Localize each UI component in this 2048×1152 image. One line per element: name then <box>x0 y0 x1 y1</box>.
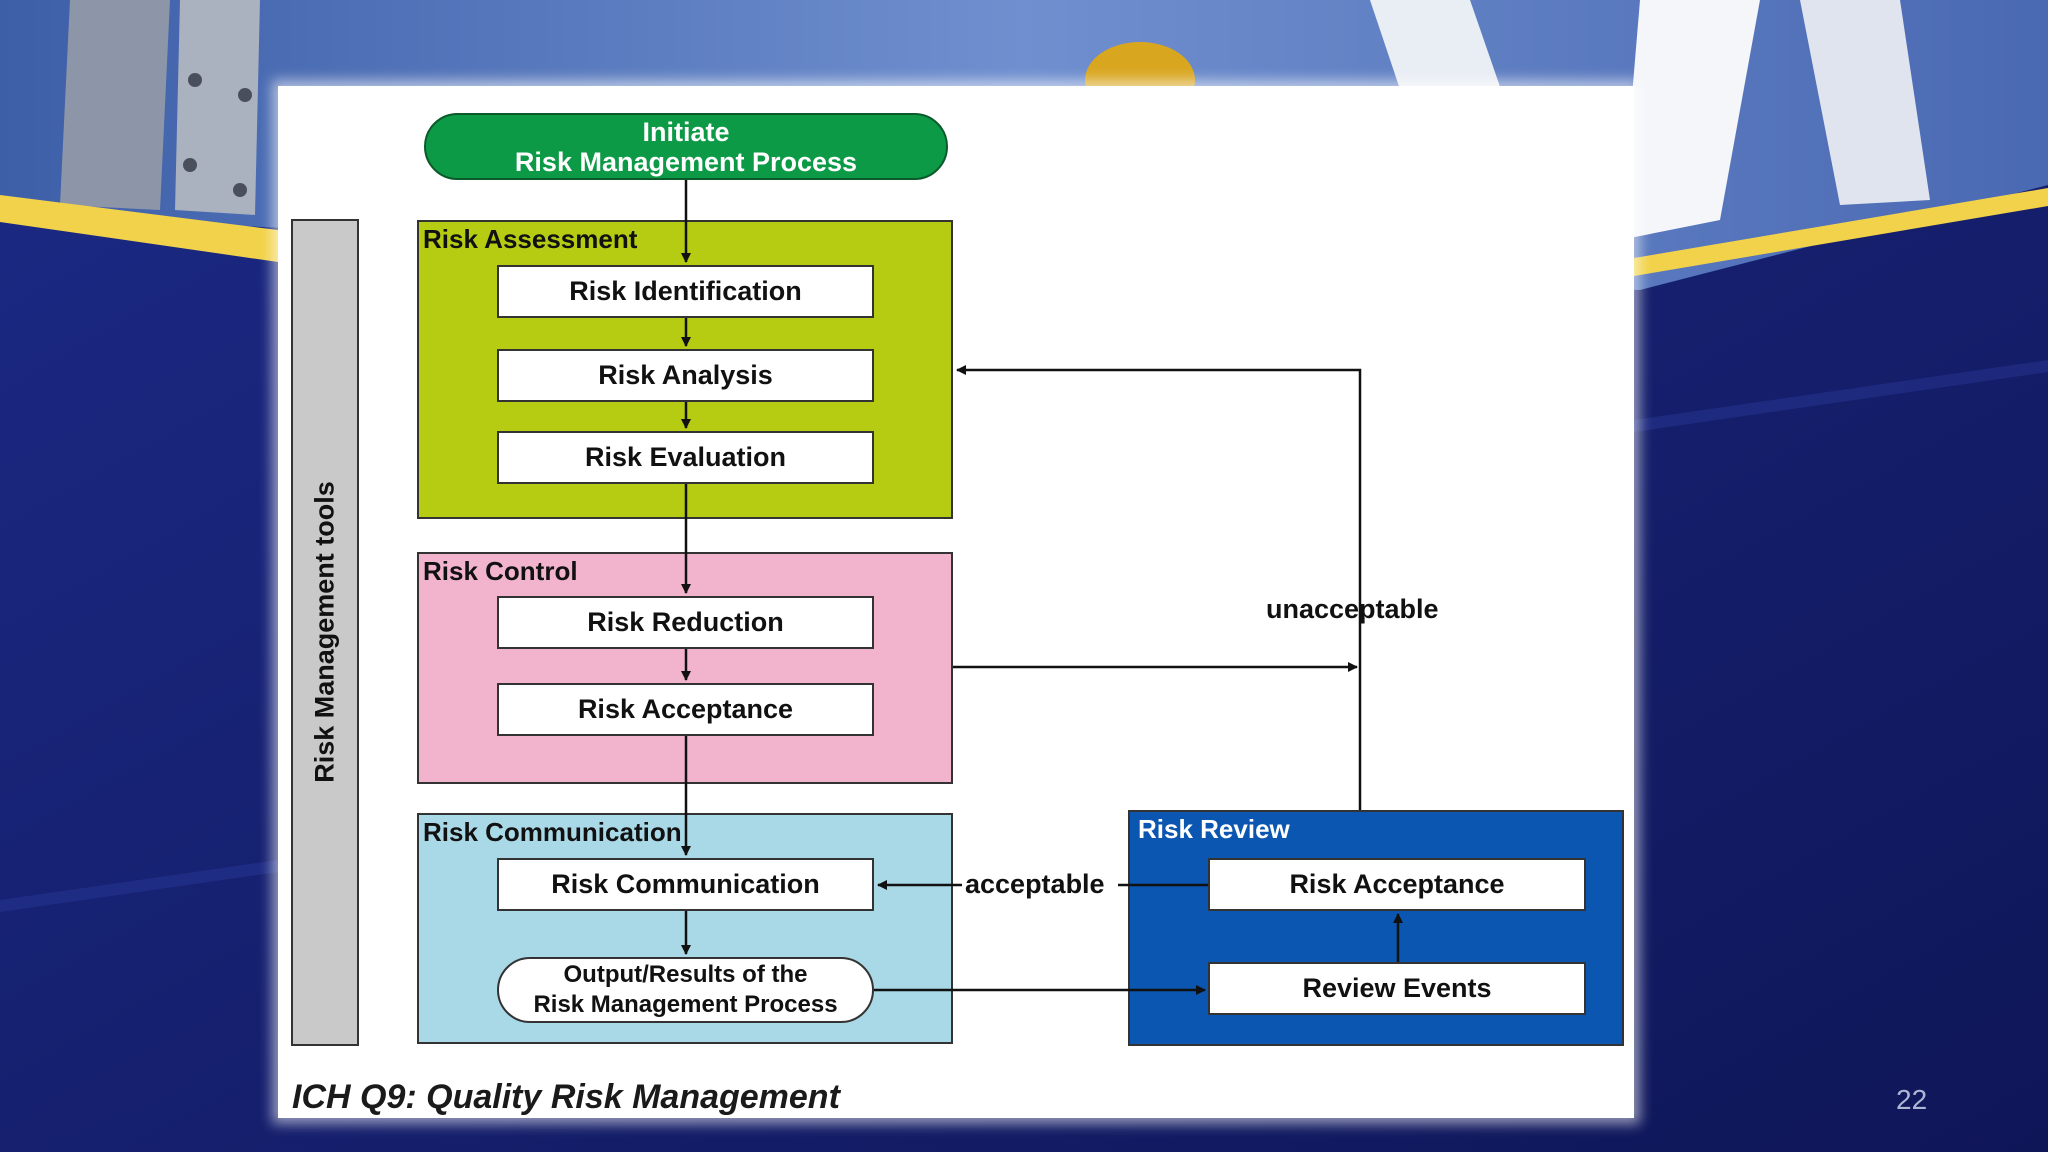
risk-control-section: Risk Control <box>417 552 953 784</box>
risk-acceptance-review-box: Risk Acceptance <box>1208 858 1586 911</box>
risk-analysis-box: Risk Analysis <box>497 349 874 402</box>
risk-assessment-title: Risk Assessment <box>423 224 638 254</box>
risk-communication-box: Risk Communication <box>497 858 874 911</box>
risk-communication-title: Risk Communication <box>423 817 682 847</box>
risk-management-tools-bar <box>291 219 359 1046</box>
unacceptable-label: unacceptable <box>1266 594 1439 624</box>
output-line-2: Risk Management Process <box>533 991 838 1018</box>
risk-reduction-box: Risk Reduction <box>497 596 874 649</box>
page-number: 22 <box>1896 1084 1928 1115</box>
output-line-1: Output/Results of the <box>563 961 808 988</box>
initiate-process-node: Initiate Risk Management Process <box>424 113 948 180</box>
review-events-box: Review Events <box>1208 962 1586 1015</box>
risk-control-title: Risk Control <box>423 556 578 586</box>
source-caption: ICH Q9: Quality Risk Management <box>292 1078 840 1116</box>
risk-evaluation-box: Risk Evaluation <box>497 431 874 484</box>
risk-acceptance-control-box: Risk Acceptance <box>497 683 874 736</box>
initiate-line-1: Initiate <box>642 116 730 147</box>
risk-management-tools-label: Risk Management tools <box>309 481 340 783</box>
output-results-node: Output/Results of the Risk Management Pr… <box>497 957 874 1023</box>
initiate-line-2: Risk Management Process <box>514 146 858 177</box>
risk-identification-box: Risk Identification <box>497 265 874 318</box>
acceptable-label: acceptable <box>965 869 1105 899</box>
risk-review-title: Risk Review <box>1138 814 1290 844</box>
